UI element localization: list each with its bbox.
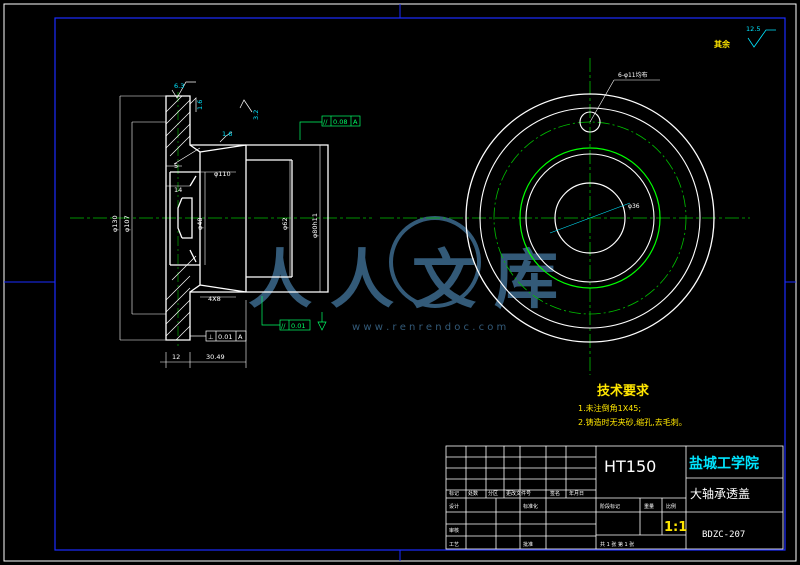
- flange-circle: [479, 107, 701, 329]
- tolerance-frame-top: // 0.08 A: [299, 115, 361, 140]
- dim-chamfer-diameter: φ110: [214, 170, 231, 178]
- tb-h-mark: 标记: [449, 490, 459, 497]
- tb-standard: 标准化: [523, 503, 538, 510]
- tb-scale: 1:1: [664, 520, 687, 535]
- tech-line2: 2.铸造时无夹砂,缩孔,去毛刺。: [578, 417, 687, 427]
- tb-school: 盐城工学院: [689, 455, 759, 472]
- tb-review: 审核: [449, 527, 459, 534]
- general-roughness: 其余 12.5: [714, 25, 776, 49]
- general-roughness-label: 其余: [714, 39, 731, 49]
- roughness-r3: 1.6: [222, 130, 232, 138]
- tol-bottom-value: 0.01: [291, 322, 305, 330]
- front-view: 6-φ11均布 φ36: [380, 58, 750, 375]
- dim-bore-diameter: φ48: [196, 217, 204, 230]
- mid-circle: [525, 153, 655, 283]
- watermark: 人人文库 w w w . r e n r e n d o c . c o m: [248, 216, 576, 333]
- tech-line1: 1.未注倒角1X45;: [578, 403, 641, 413]
- dim-total-length: 30.49: [206, 353, 225, 361]
- dim-flange-diameter: φ107: [123, 215, 131, 232]
- fit-circle: [519, 147, 661, 289]
- watermark-text: 人人文库: [248, 244, 576, 318]
- tb-sheet: 共 1 张 第 1 张: [600, 541, 634, 548]
- tb-h-date: 年月日: [569, 490, 584, 497]
- dim-flange-length: 12: [172, 353, 180, 361]
- tb-h-zone: 分区: [488, 490, 498, 497]
- tol-top-symbol: //: [323, 118, 328, 126]
- tb-design: 设计: [449, 503, 459, 510]
- dim-outer-diameter: φ130: [111, 215, 119, 232]
- tb-material: HT150: [604, 457, 656, 476]
- technical-requirements: 技术要求 1.未注倒角1X45; 2.铸造时无夹砂,缩孔,去毛刺。: [578, 383, 687, 427]
- dim-step-length: 14: [174, 186, 182, 194]
- dim-small-length: 5: [174, 162, 178, 170]
- tol-left-datum: A: [238, 333, 243, 341]
- outer-circle: [465, 93, 715, 343]
- tb-h-doc: 更改文件号: [506, 490, 531, 497]
- roughness-r4: 3.2: [252, 110, 260, 120]
- tol-left-value: 0.01: [218, 333, 232, 341]
- dimension-lines: [119, 95, 321, 368]
- tol-left-symbol: ⊥: [208, 333, 214, 341]
- dim-groove: 4X8: [208, 295, 221, 303]
- tb-h-sign: 签名: [550, 490, 560, 497]
- tol-top-value: 0.08: [333, 118, 347, 126]
- dim-center-diameter: φ36: [628, 203, 640, 210]
- drawing-frame: [3, 3, 797, 562]
- tb-process: 工艺: [449, 542, 459, 548]
- tb-h-count: 处数: [468, 490, 478, 497]
- title-block: [445, 445, 784, 550]
- bore-circle: [554, 182, 626, 254]
- tb-weight: 重量: [644, 503, 654, 510]
- tol-top-datum: A: [353, 118, 358, 126]
- section-view: φ130 φ107 φ48 φ62 φ80h11 φ110 4X8 14 5 1…: [70, 81, 372, 368]
- section-hatching: [165, 95, 201, 341]
- watermark-url: w w w . r e n r e n d o c . c o m: [352, 322, 506, 333]
- inner-frame: [54, 17, 786, 551]
- tb-part-name: 大轴承透盖: [690, 486, 750, 501]
- hole-callout: 6-φ11均布: [618, 71, 648, 79]
- tech-title: 技术要求: [597, 383, 650, 399]
- roughness-r2: 1.6: [196, 100, 204, 110]
- tolerance-frame-left: ⊥ 0.01 A: [190, 330, 247, 342]
- tb-scale-label: 比例: [666, 503, 676, 510]
- tol-bottom-symbol: //: [281, 322, 286, 330]
- dim-mid-diameter: φ62: [281, 217, 289, 230]
- tb-drawing-no: BDZC-207: [702, 530, 745, 540]
- roughness-r1: 6.3: [174, 82, 184, 90]
- tb-stage: 阶段标记: [600, 503, 620, 510]
- bolt-hole: [579, 111, 601, 133]
- dim-fit-diameter: φ80h11: [311, 213, 319, 238]
- roughness-symbols: [171, 81, 253, 143]
- general-roughness-value: 12.5: [746, 25, 760, 33]
- tb-approve: 批准: [523, 541, 533, 548]
- tolerance-frame-bottom: // 0.01: [261, 296, 327, 331]
